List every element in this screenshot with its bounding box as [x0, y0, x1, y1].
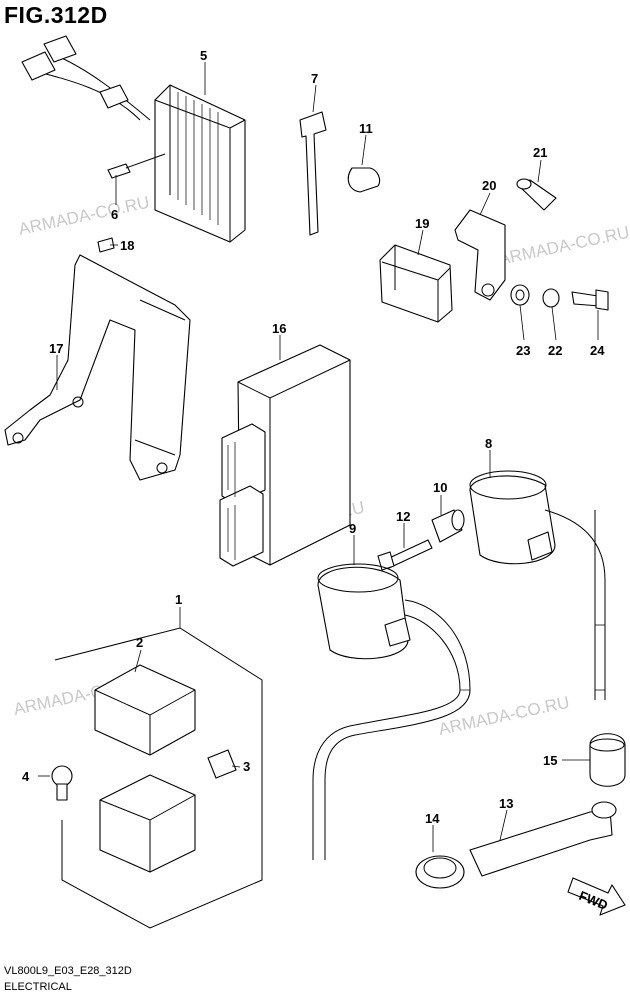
ignition-spacer-and-bolt [377, 509, 465, 571]
callout-7: 7 [311, 71, 318, 86]
watermark-1: ARMADA-CO.RU [17, 193, 151, 239]
figure-name: ELECTRICAL [4, 981, 72, 993]
relay-and-bracket [379, 209, 506, 323]
callout-12: 12 [396, 509, 410, 524]
callout-5: 5 [200, 48, 207, 63]
callout-24: 24 [590, 343, 605, 358]
leader-lines [38, 62, 599, 852]
callout-4: 4 [22, 769, 30, 784]
figure-title: FIG.312D [4, 2, 108, 28]
forward-direction-arrow: FWD [567, 877, 626, 916]
watermark-5: ARMADA-CO.RU [437, 693, 571, 739]
ecm-unit [219, 344, 351, 567]
callout-10: 10 [433, 480, 447, 495]
washers-and-bolt [510, 284, 609, 311]
clamp [347, 167, 381, 193]
callout-9: 9 [349, 521, 356, 536]
callout-19: 19 [415, 216, 429, 231]
callout-1: 1 [175, 592, 182, 607]
ignition-coil-front [312, 563, 471, 860]
grommet-ring [415, 855, 465, 889]
starter-relay-assembly [51, 627, 263, 929]
callout-18: 18 [120, 238, 134, 253]
figure-code: VL800L9_E03_E28_312D [4, 965, 132, 977]
callout-15: 15 [543, 753, 557, 768]
callout-17: 17 [49, 341, 63, 356]
callout-8: 8 [485, 436, 492, 451]
ignition-coil-rear [469, 470, 606, 700]
rubber-grommet [589, 733, 626, 787]
callout-14: 14 [425, 811, 440, 826]
spark-plug-cap [469, 801, 617, 877]
callout-6: 6 [111, 207, 118, 222]
callout-11: 11 [359, 121, 373, 136]
callout-20: 20 [482, 178, 496, 193]
regulator-rectifier [21, 35, 246, 243]
mounting-bracket [4, 237, 191, 481]
cable-tie [299, 111, 327, 236]
callout-3: 3 [243, 759, 250, 774]
callout-16: 16 [272, 321, 286, 336]
callout-23: 23 [516, 343, 530, 358]
watermark-2: ARMADA-CO.RU [497, 223, 630, 269]
callout-13: 13 [499, 796, 513, 811]
spacer-sleeve [516, 178, 557, 211]
callout-21: 21 [533, 145, 547, 160]
callout-2: 2 [136, 635, 143, 650]
callout-labels: 1 2 3 4 5 6 7 8 9 10 11 12 13 14 15 16 1… [22, 48, 605, 826]
callout-22: 22 [548, 343, 562, 358]
